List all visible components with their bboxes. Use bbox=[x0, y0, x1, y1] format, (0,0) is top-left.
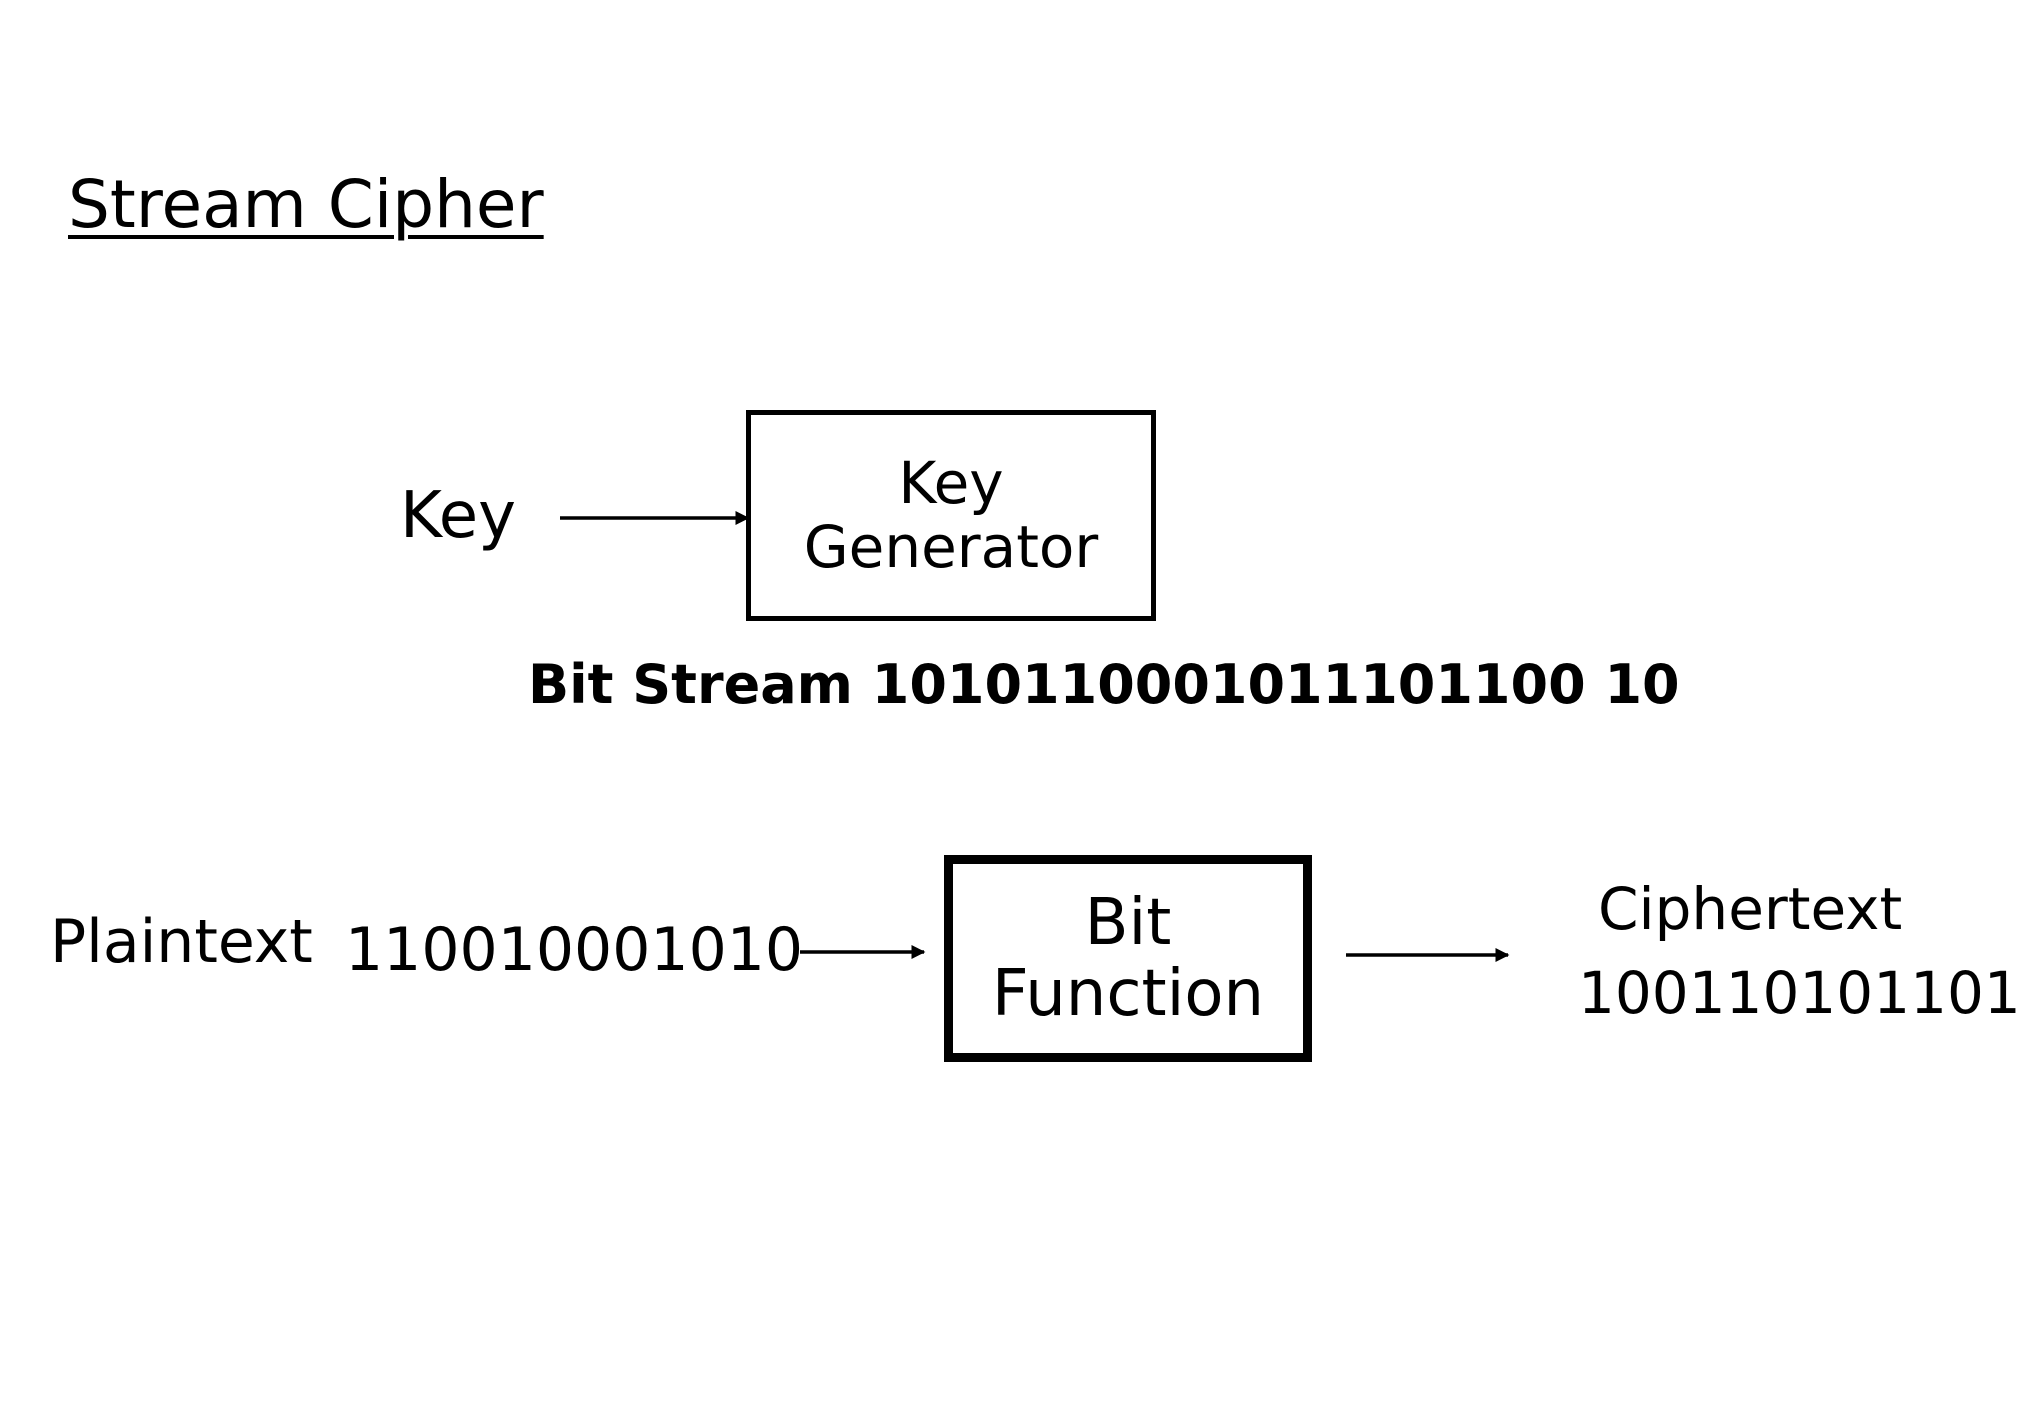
plaintext-value: 110010001010 bbox=[345, 915, 804, 985]
diagram-title: Stream Cipher bbox=[68, 166, 544, 243]
key-label: Key bbox=[400, 479, 517, 553]
ciphertext-label: Ciphertext bbox=[1598, 875, 1903, 943]
plaintext-label: Plaintext bbox=[50, 907, 313, 977]
key-generator-box: Key Generator bbox=[746, 410, 1156, 621]
bit-function-line2: Function bbox=[991, 956, 1265, 1031]
bit-function-box: Bit Function bbox=[944, 855, 1312, 1062]
ciphertext-value: 100110101101 bbox=[1578, 959, 2021, 1027]
bit-stream-label: Bit Stream 1010110001011101100 10 bbox=[528, 653, 1680, 716]
key-generator-line2: Generator bbox=[803, 512, 1099, 581]
bit-function-line1: Bit bbox=[1084, 886, 1172, 961]
key-generator-line1: Key bbox=[898, 448, 1004, 517]
